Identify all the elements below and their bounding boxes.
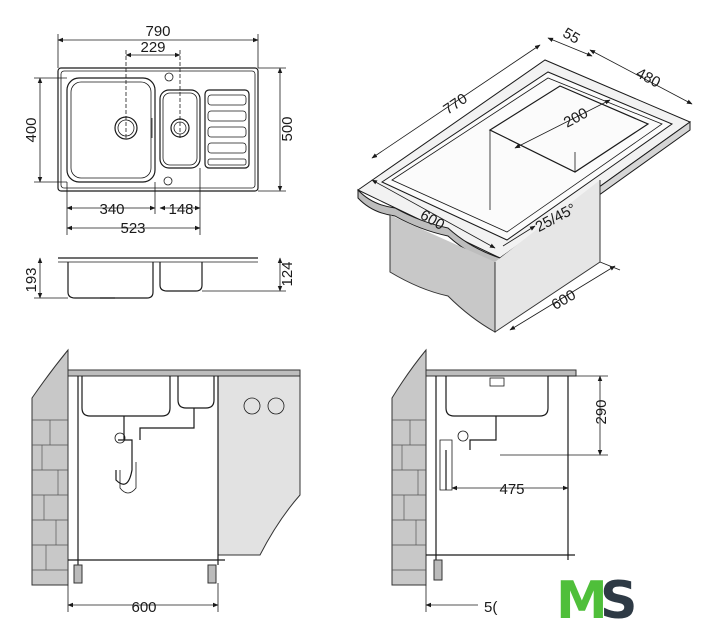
dim-large-bowl-height: 193	[23, 267, 40, 292]
logo-letter-s: S	[600, 571, 637, 631]
dim-overall-depth: 500	[279, 116, 296, 141]
drainer-ribs	[204, 89, 250, 169]
dim-large-bowl-width: 340	[99, 201, 124, 218]
dim-overall-width: 790	[145, 23, 170, 40]
dim-bowl-depth: 400	[23, 117, 40, 142]
iso-view: 770 55 480 200 600 25/45° 600	[357, 25, 693, 333]
install-side-view: 290 475 5(	[391, 348, 610, 616]
logo-letter-m: M	[556, 571, 608, 631]
dim-bowl-spacing: 229	[140, 39, 165, 56]
dim-install-cabinet-width: 600	[131, 599, 156, 616]
section-view: 193 124	[23, 257, 296, 299]
dim-install-partial: 5(	[484, 599, 497, 616]
dim-small-bowl-height: 124	[279, 261, 296, 286]
dim-install-height: 290	[593, 399, 610, 424]
top-view: 790 229 500 400 340 148 523	[23, 23, 296, 237]
dim-waste-offset: 475	[499, 481, 524, 498]
dim-iso-edge: 55	[560, 25, 583, 48]
dim-small-bowl-width: 148	[168, 201, 193, 218]
dim-iso-depth: 480	[633, 65, 663, 92]
ms-logo: M S	[556, 571, 637, 631]
dim-bowls-total: 523	[120, 220, 145, 237]
install-front-view: 600	[31, 348, 301, 616]
large-bowl	[66, 77, 156, 183]
